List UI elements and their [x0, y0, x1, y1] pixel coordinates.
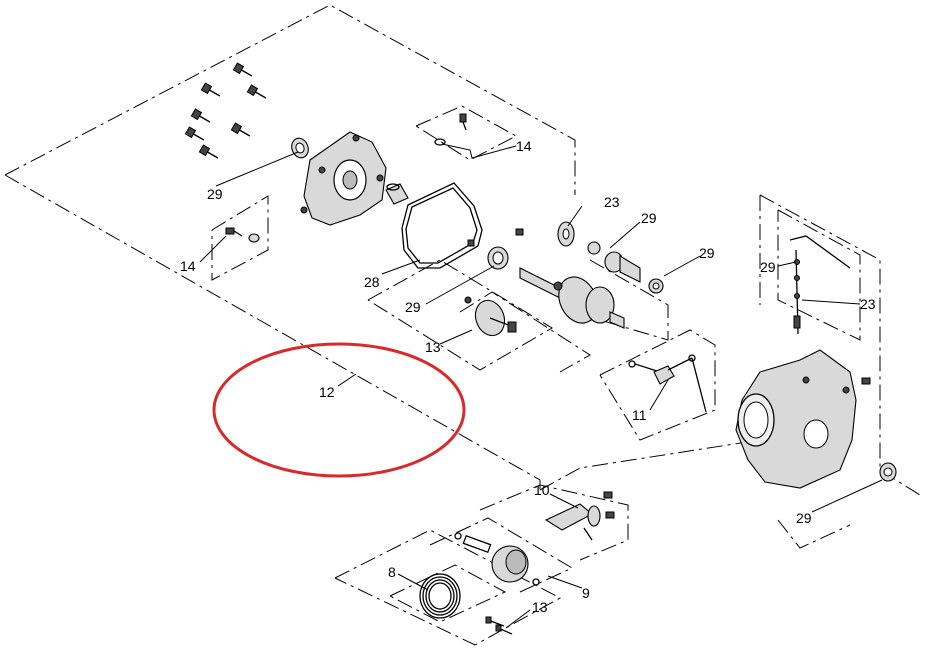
camshaft-seals [587, 241, 664, 294]
governor-arm [628, 354, 707, 413]
callout-11-arm: 11 [632, 407, 647, 423]
main-bearing [487, 246, 509, 270]
callout-14-left: 14 [180, 258, 196, 274]
highlight-circle [212, 342, 466, 478]
oil-seal-cover [291, 137, 309, 159]
leader-lines [199, 143, 883, 629]
cover-bolts [184, 62, 267, 159]
callout-23-shaft: 23 [860, 296, 876, 312]
kit-14-left-parts [225, 227, 260, 243]
rod-bolts [485, 616, 513, 635]
callout-23-gear: 23 [604, 194, 620, 210]
cover-gasket [401, 182, 483, 269]
engine-block [735, 349, 871, 489]
oil-seal-block [879, 462, 897, 482]
callout-29-crank-seal-2: 29 [699, 245, 715, 261]
callout-29-crank-seal: 29 [641, 210, 657, 226]
callout-29-seal: 29 [207, 186, 223, 202]
callout-14-top: 14 [516, 138, 532, 154]
bushing [385, 183, 409, 205]
crank-gear [557, 221, 575, 247]
callout-12-highlight: 12 [319, 384, 335, 400]
callout-labels: 29 14 14 28 29 13 12 23 29 29 29 23 11 1… [180, 138, 876, 615]
callout-29-right: 29 [760, 259, 776, 275]
callout-29-bearing: 29 [405, 299, 421, 315]
callout-9-pin: 9 [582, 585, 590, 601]
governor-group-boundary [599, 209, 861, 441]
piston-group-boundary [334, 484, 629, 646]
assembly-boundary [4, 4, 921, 549]
piston-rings [419, 573, 461, 619]
connecting-rod [544, 491, 615, 541]
crankcase-cover [300, 131, 387, 226]
callout-8-rings: 8 [388, 564, 396, 580]
kit-14-top-parts [434, 113, 467, 146]
dowel-pins [467, 228, 524, 247]
callout-13-bolts: 13 [532, 599, 548, 615]
piston [454, 532, 540, 586]
callout-10-rod: 10 [534, 482, 550, 498]
cover-group-boundary [211, 105, 669, 373]
governor-shaft [789, 235, 851, 335]
governor-gear [464, 296, 517, 337]
callout-28-gasket: 28 [364, 274, 380, 290]
callout-29-bottom: 29 [796, 510, 812, 526]
crankshaft [519, 267, 625, 329]
callout-13-governor: 13 [425, 339, 441, 355]
